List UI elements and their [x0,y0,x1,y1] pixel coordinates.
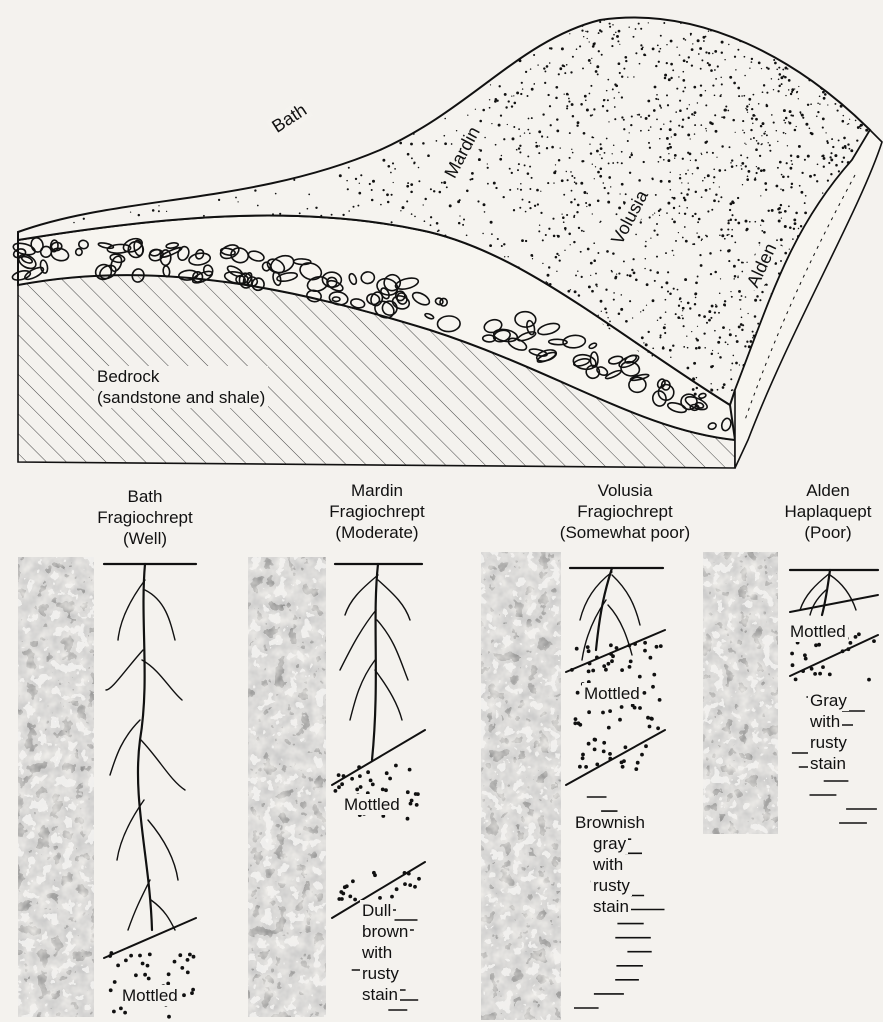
volusia-horizon-label: rusty [591,875,632,896]
bath-series-name: Bath [80,486,210,507]
volusia-profile-header: Volusia Fragiochrept (Somewhat poor) [535,480,715,543]
mardin-profile-header: Mardin Fragiochrept (Moderate) [312,480,442,543]
alden-horizon-label: stain [808,753,848,774]
volusia-horizon-label: gray [591,833,628,854]
mardin-horizon-label: Mottled [342,794,402,815]
bedrock-label-line2: (sandstone and shale) [97,387,265,408]
mardin-horizon-label: Dull [360,900,393,921]
mardin-horizon-label: with [360,942,394,963]
volusia-series-name: Volusia [535,480,715,501]
bedrock-label-line1: Bedrock [97,366,265,387]
bath-drainage-class: (Well) [80,528,210,549]
alden-profile-header: Alden Haplaquept (Poor) [773,480,883,543]
volusia-great-group: Fragiochrept [535,501,715,522]
alden-photo [703,552,778,834]
mardin-drainage-class: (Moderate) [312,522,442,543]
alden-horizon-label: Mottled [788,621,848,642]
alden-series-name: Alden [773,480,883,501]
alden-horizon-label: Gray [808,690,849,711]
bedrock-label: Bedrock (sandstone and shale) [94,366,268,408]
volusia-horizon-label: Brownish [573,812,647,833]
bath-great-group: Fragiochrept [80,507,210,528]
alden-drainage-class: (Poor) [773,522,883,543]
profile-photos [18,552,778,1020]
bath-horizon-label: Mottled [120,985,180,1006]
alden-great-group: Haplaquept [773,501,883,522]
volusia-photo [481,552,561,1020]
alden-horizon-label: with [808,711,842,732]
mardin-great-group: Fragiochrept [312,501,442,522]
bath-profile-header: Bath Fragiochrept (Well) [80,486,210,549]
volusia-horizon-label: Mottled [582,683,642,704]
mardin-photo [248,557,326,1017]
mardin-series-name: Mardin [312,480,442,501]
volusia-drainage-class: (Somewhat poor) [535,522,715,543]
bath-photo [18,557,94,1017]
volusia-horizon-label: stain [591,896,631,917]
mardin-horizon-label: rusty [360,963,401,984]
mardin-horizon-label: brown [360,921,410,942]
alden-horizon-label: rusty [808,732,849,753]
volusia-horizon-label: with [591,854,625,875]
mardin-horizon-label: stain [360,984,400,1005]
